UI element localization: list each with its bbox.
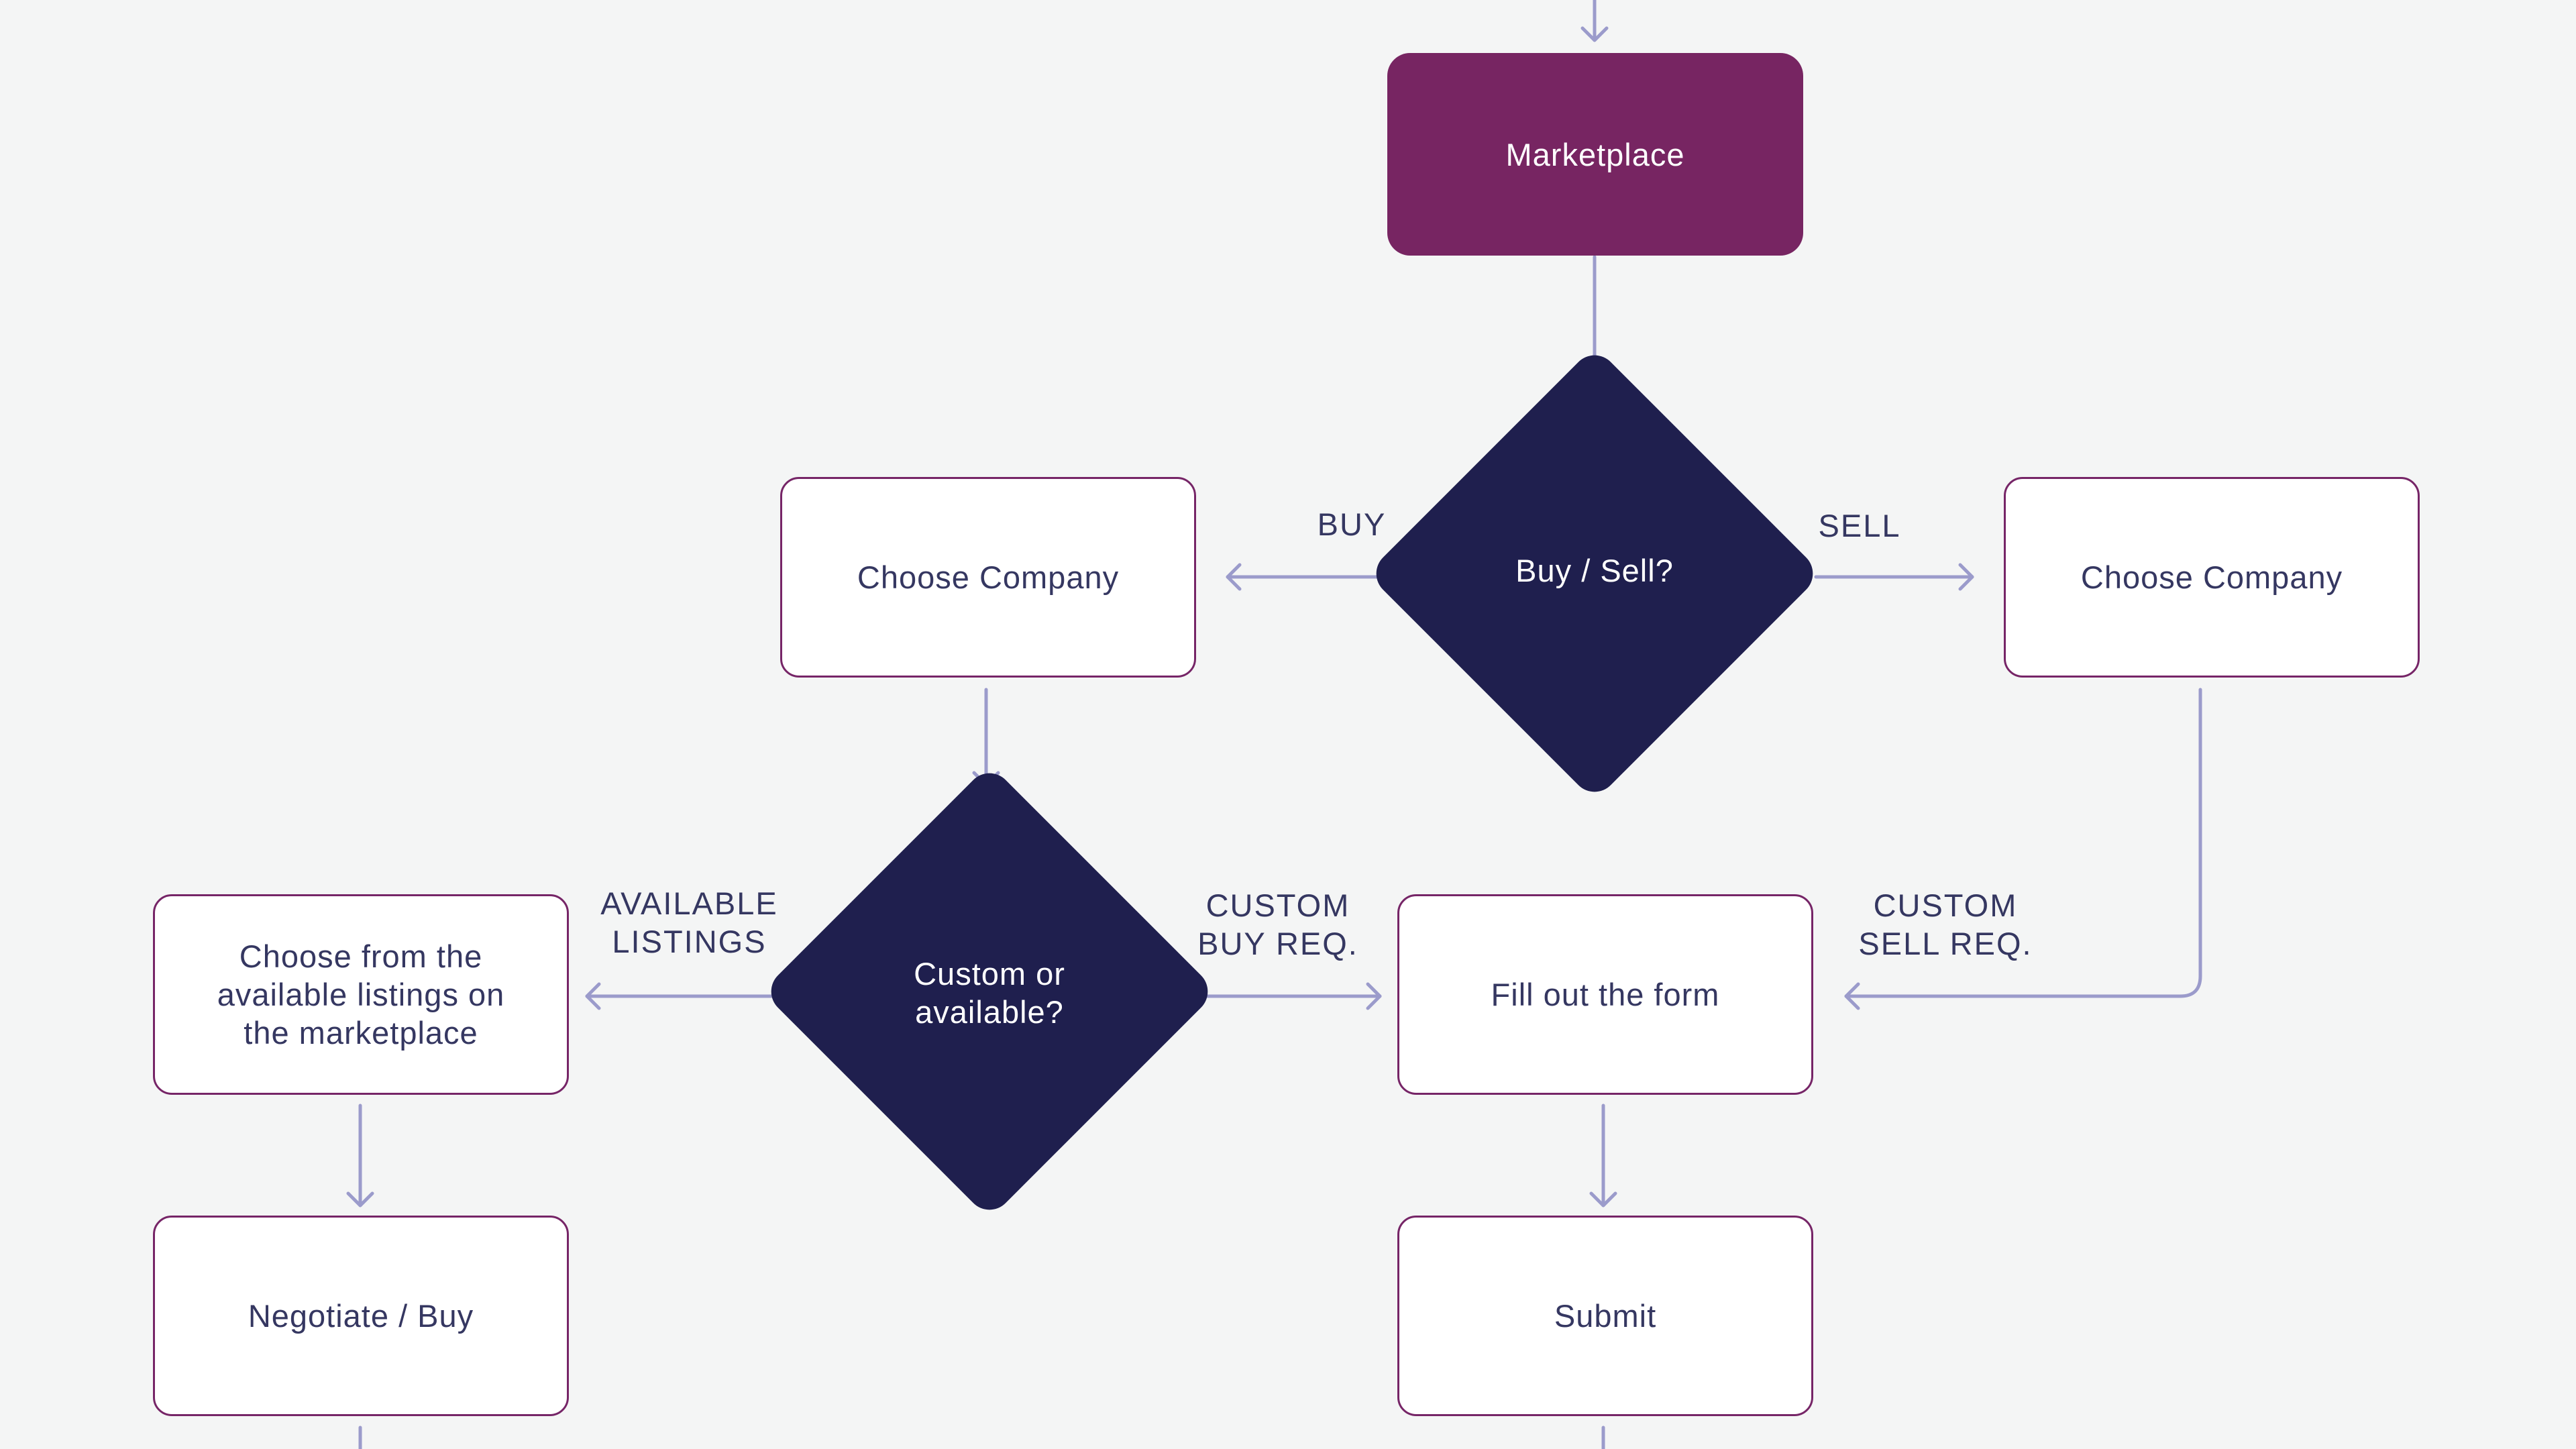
fill-form-label: Fill out the form xyxy=(1491,977,1720,1012)
choose-listings-node: Choose from the available listings on th… xyxy=(153,894,569,1095)
fill-form-node: Fill out the form xyxy=(1397,894,1813,1095)
buy-sell-label: Buy / Sell? xyxy=(1515,552,1674,588)
negotiate-buy-label: Negotiate / Buy xyxy=(248,1298,474,1334)
edge-label-custom-sell-req: CUSTOM SELL REQ. xyxy=(1858,888,2033,961)
choose-company-sell-node: Choose Company xyxy=(2004,477,2420,678)
arrowhead-submit xyxy=(1589,1191,1617,1208)
submit-label: Submit xyxy=(1554,1298,1657,1334)
arrowhead-custom-buy xyxy=(1366,982,1382,1010)
arrowhead-buy xyxy=(1226,563,1242,591)
custom-or-available-label: Custom or available? xyxy=(914,956,1065,1030)
choose-company-sell-label: Choose Company xyxy=(2080,559,2343,595)
submit-node: Submit xyxy=(1397,1216,1813,1416)
arrowhead-available xyxy=(585,982,601,1010)
edge-label-buy: BUY xyxy=(1317,506,1387,542)
edge-label-available-listings: AVAILABLE LISTINGS xyxy=(600,885,778,959)
choose-company-buy-node: Choose Company xyxy=(780,477,1196,678)
negotiate-buy-node: Negotiate / Buy xyxy=(153,1216,569,1416)
arrowhead-custom-sell xyxy=(1844,982,1860,1010)
marketplace-node: Marketplace xyxy=(1387,53,1803,256)
connector-custom-sell xyxy=(1844,688,2202,998)
arrowhead-entry xyxy=(1580,26,1609,42)
edge-label-sell: SELL xyxy=(1818,507,1901,543)
arrowhead-negotiate xyxy=(346,1191,374,1208)
choose-listings-label: Choose from the available listings on th… xyxy=(217,938,505,1051)
marketplace-label: Marketplace xyxy=(1505,136,1685,172)
choose-company-buy-label: Choose Company xyxy=(857,559,1120,595)
arrowhead-sell xyxy=(1958,563,1974,591)
edge-label-custom-buy-req: CUSTOM BUY REQ. xyxy=(1197,888,1358,961)
